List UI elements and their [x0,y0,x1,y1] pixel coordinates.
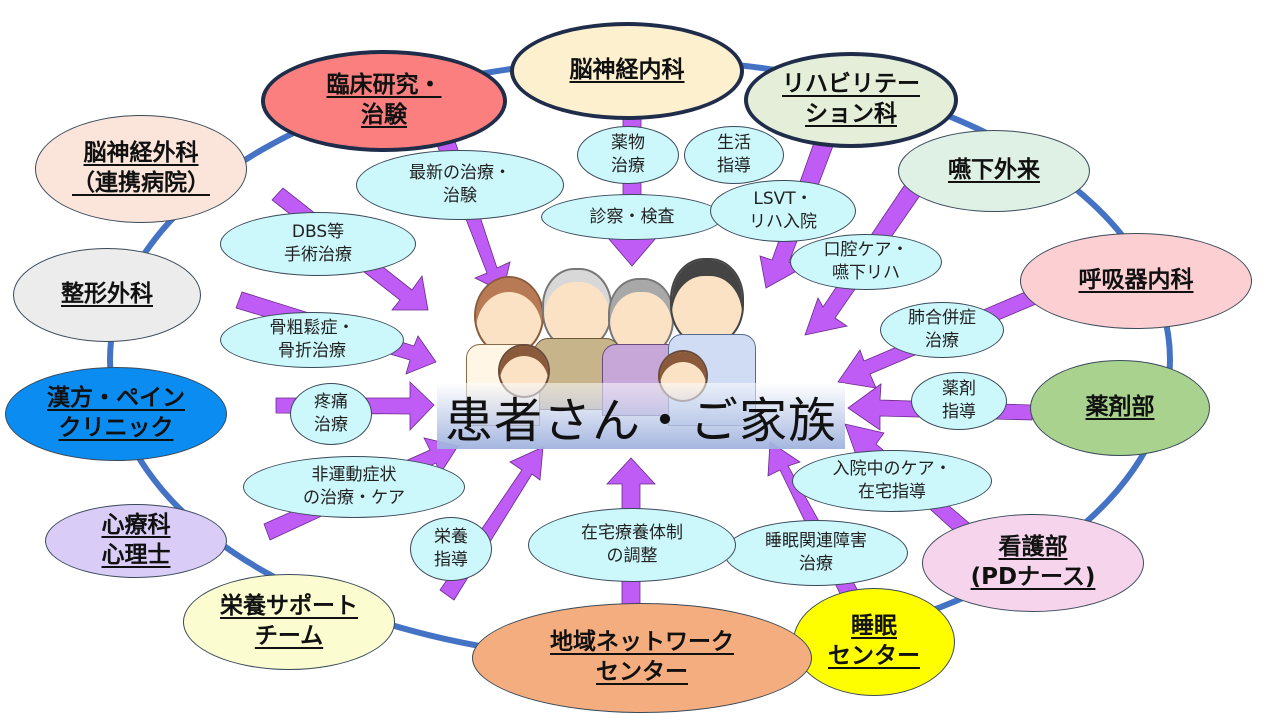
dept-label: 嚥下外来 [948,157,1040,184]
service-label: 指導 [942,402,976,422]
dept-neurology[interactable]: 脳神経内科 [510,22,744,120]
service-label: 肺合併症 [908,308,976,329]
service-label: 睡眠関連障害 [765,531,867,552]
dept-label: 漢方・ペイン [47,385,185,412]
dept-label: 薬剤部 [1085,394,1155,421]
service-label: 薬物 [611,133,645,154]
service-label: 骨折治療 [278,341,346,361]
service-label: 指導 [434,550,468,570]
dept-label: チーム [254,623,324,649]
dept-label: 看護部 [998,534,1068,561]
dept-label: (PDナース) [970,564,1096,590]
service-drug-therapy: 薬物 治療 [577,126,679,184]
dept-psychosomatic[interactable]: 心療科 心理士 [45,504,227,578]
service-label: LSVT・ [753,189,813,210]
service-dbs: DBS等 手術治療 [220,212,416,276]
service-label: DBS等 [291,222,345,243]
service-label: リハ入院 [749,212,817,232]
service-label: 薬剤 [942,379,976,400]
dept-kampo-pain[interactable]: 漢方・ペイン クリニック [5,367,227,461]
service-label: 指導 [717,156,751,176]
dept-rehabilitation[interactable]: リハビリテー ション科 [744,52,958,148]
service-label: 骨粗鬆症・ [269,318,355,339]
dept-label: 脳神経外科 [83,140,199,167]
dept-label: （連携病院） [72,170,210,196]
dept-regional-network[interactable]: 地域ネットワーク センター [472,603,812,713]
dept-label: ション科 [805,101,897,127]
dept-neurosurgery[interactable]: 脳神経外科 （連携病院） [35,115,247,223]
dept-orthopedics[interactable]: 整形外科 [13,248,201,342]
service-lung-complication: 肺合併症 治療 [880,302,1004,358]
service-nutrition-guidance: 栄養 指導 [410,517,492,581]
dept-label: 地域ネットワーク [550,629,734,656]
service-lifestyle-guidance: 生活 指導 [684,126,784,184]
service-label: 治療 [925,331,959,351]
service-osteoporosis: 骨粗鬆症・ 骨折治療 [220,312,404,368]
dept-nutrition-support[interactable]: 栄養サポート チーム [183,574,395,670]
dept-label: 脳神経内科 [569,57,685,84]
service-label: 治療 [314,415,348,435]
dept-sleep-center[interactable]: 睡眠 センター [793,588,955,696]
dept-label: 栄養サポート [220,593,358,620]
service-label: 非運動症状 [311,465,397,486]
service-medication-guidance: 薬剤 指導 [911,372,1007,430]
service-pain-treatment: 疼痛 治療 [290,383,372,445]
dept-clinical-research[interactable]: 臨床研究・ 治験 [261,50,507,152]
service-label: 治療 [611,156,645,176]
service-label: 手術治療 [284,245,352,265]
dept-label: リハビリテー [782,71,920,98]
service-label: 治験 [443,186,477,206]
service-inpatient-care: 入院中のケア・ 在宅指導 [792,450,992,512]
dept-label: 心理士 [101,542,171,568]
dept-label: 心療科 [101,512,171,539]
dept-label: センター [596,659,688,685]
dept-label: クリニック [58,415,174,441]
dept-label: 整形外科 [61,281,153,308]
dept-label: 呼吸器内科 [1078,267,1194,294]
service-label: 栄養 [434,527,468,548]
center-title: 患者さん・ご家族 [437,383,845,449]
dept-label: 睡眠 [851,613,897,640]
service-exam: 診察・検査 [541,194,723,240]
service-oral-care: 口腔ケア・ 嚥下リハ [790,234,942,290]
service-label: 治療 [799,554,833,574]
dept-label: センター [828,643,920,669]
service-label: 診察・検査 [589,206,675,227]
service-label: 入院中のケア・ [832,459,952,480]
service-label: 口腔ケア・ [823,240,909,261]
service-label: 在宅指導 [858,482,926,502]
service-label: 生活 [717,133,751,154]
dept-swallowing[interactable]: 嚥下外来 [898,130,1090,212]
person-father [670,258,744,346]
service-home-care: 在宅療養体制 の調整 [528,508,736,582]
dept-pharmacy[interactable]: 薬剤部 [1030,360,1210,456]
dept-nursing[interactable]: 看護部 (PDナース) [922,514,1144,612]
service-latest-treatment: 最新の治療・ 治験 [356,150,564,220]
service-label: の調整 [606,546,658,566]
service-sleep-disorder: 睡眠関連障害 治療 [724,520,908,586]
service-label: 嚥下リハ [832,263,900,283]
service-label: 最新の治療・ [409,163,511,184]
service-lsvt: LSVT・ リハ入院 [710,180,856,242]
service-label: 疼痛 [314,392,348,413]
service-label: の治療・ケア [303,488,405,508]
dept-respiratory[interactable]: 呼吸器内科 [1020,233,1252,329]
service-label: 在宅療養体制 [581,523,683,544]
dept-label: 臨床研究・ [326,72,442,99]
service-non-motor: 非運動症状 の治療・ケア [243,456,465,518]
dept-label: 治験 [361,102,407,128]
